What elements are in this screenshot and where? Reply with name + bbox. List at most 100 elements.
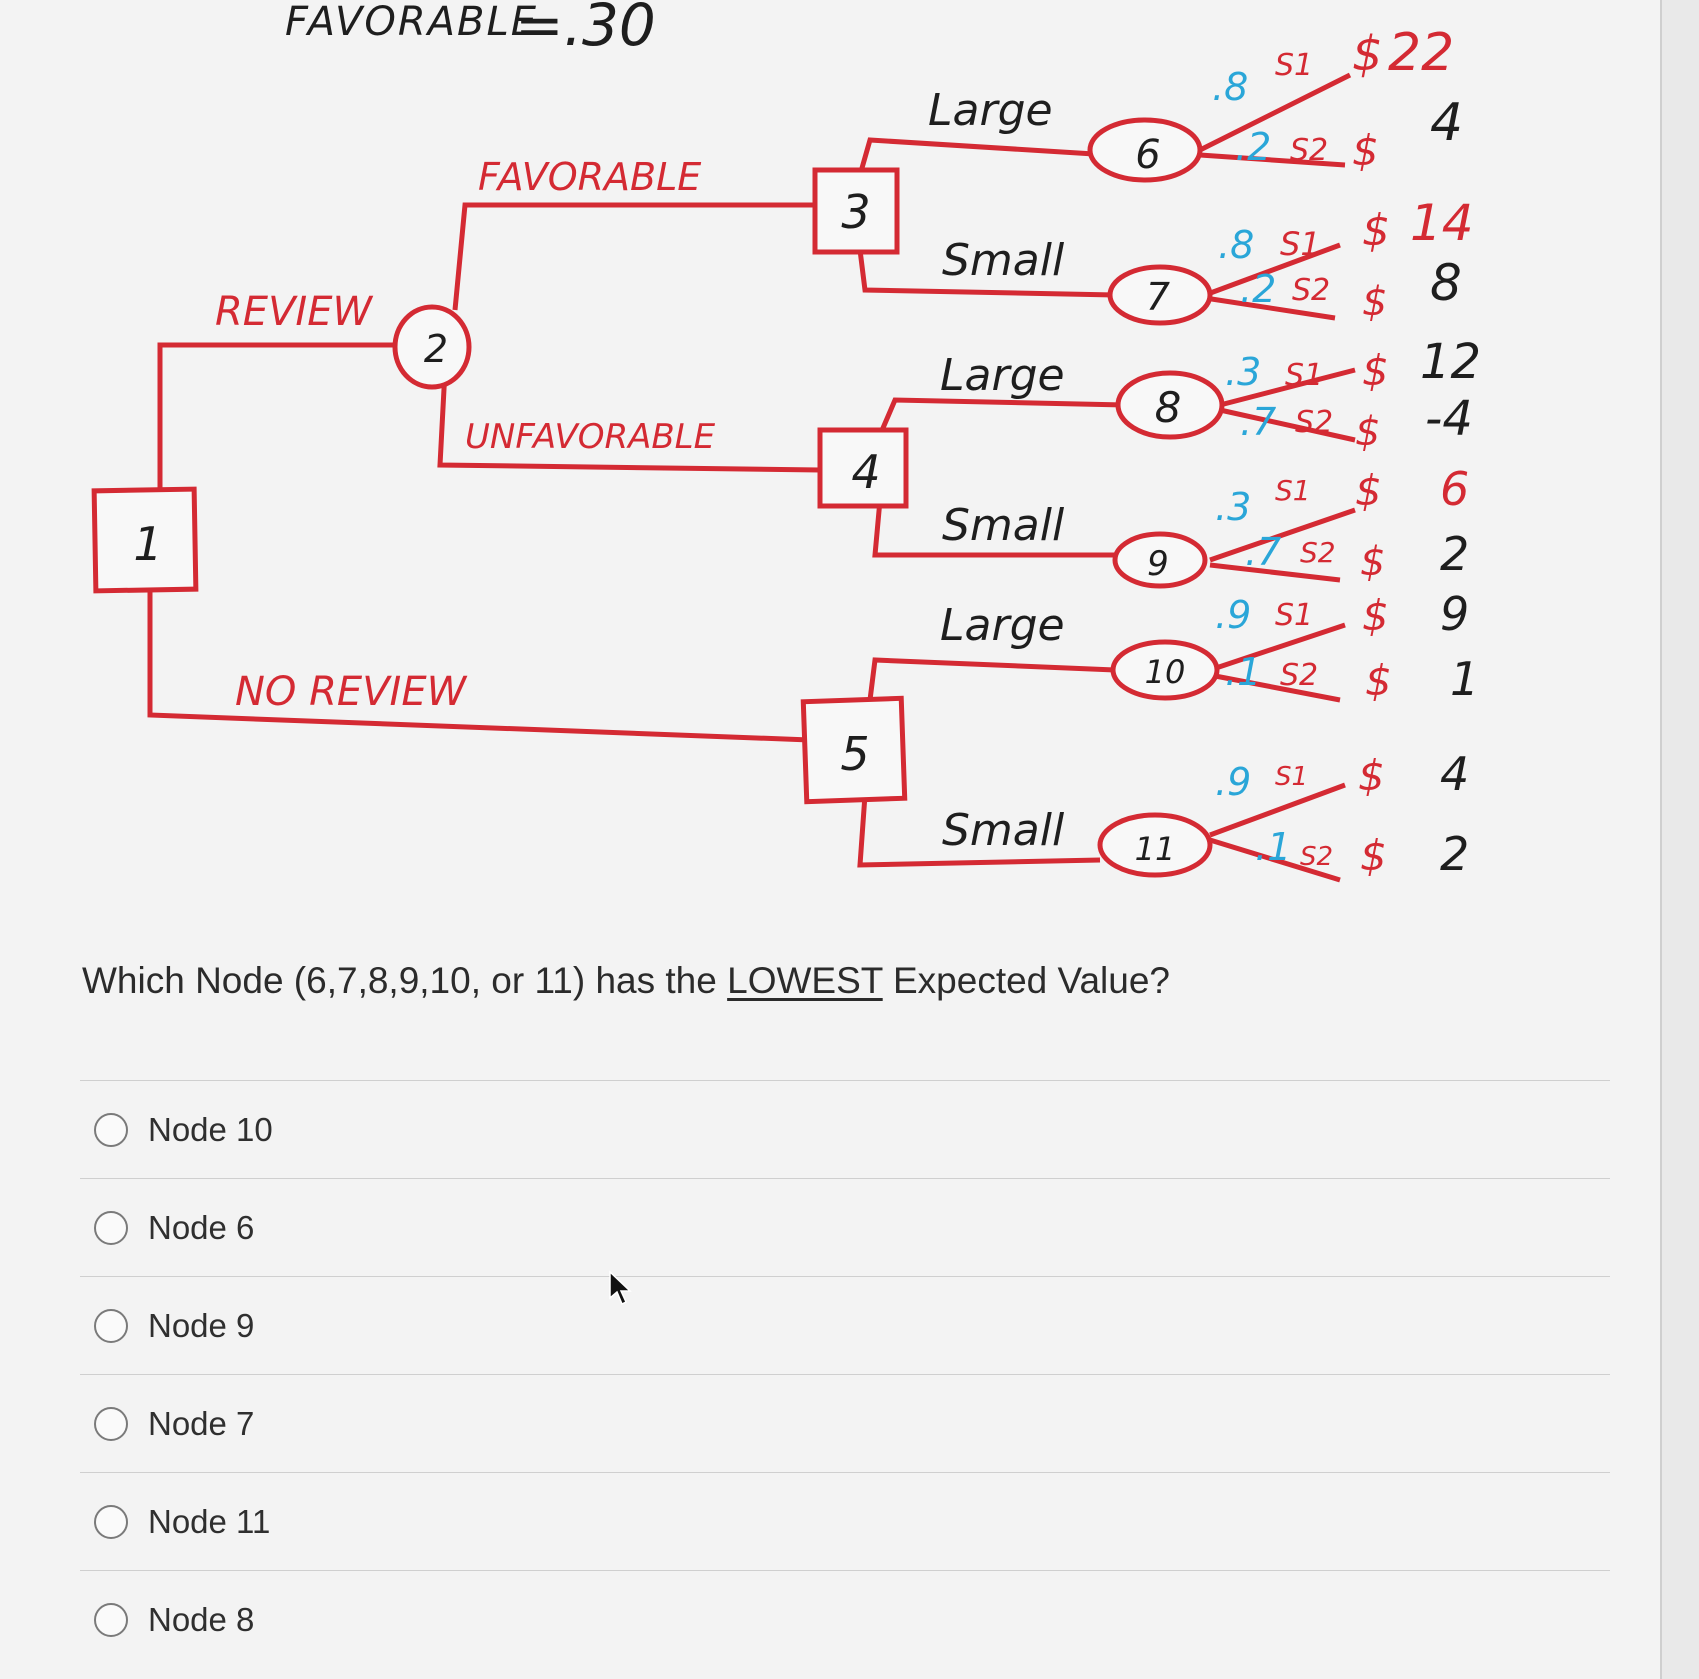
node-9-p1: .3 bbox=[1215, 485, 1251, 529]
question-emphasis: LOWEST bbox=[727, 960, 883, 1001]
node-11-s2: S2 bbox=[1300, 842, 1333, 872]
radio-button[interactable] bbox=[94, 1309, 128, 1343]
decision-node-5 bbox=[800, 695, 908, 805]
node-7-label: 7 bbox=[1146, 275, 1170, 319]
node-11-label: 11 bbox=[1135, 830, 1176, 868]
node-7-s2: S2 bbox=[1292, 273, 1330, 308]
node-2-label: 2 bbox=[424, 327, 448, 371]
node-10-p1: .9 bbox=[1215, 593, 1251, 637]
radio-button[interactable] bbox=[94, 1407, 128, 1441]
small-label-9: Small bbox=[942, 500, 1065, 551]
node-11-p1: .9 bbox=[1215, 760, 1251, 804]
chance-node-7 bbox=[1107, 264, 1213, 326]
unfavorable-label: UNFAVORABLE bbox=[465, 417, 716, 457]
radio-button[interactable] bbox=[94, 1113, 128, 1147]
mouse-cursor-icon bbox=[609, 1270, 632, 1306]
node-10-v2: 1 bbox=[1450, 652, 1479, 706]
node-5-label: 5 bbox=[840, 727, 869, 781]
node-6-p1: .8 bbox=[1212, 65, 1248, 109]
chance-node-6 bbox=[1087, 117, 1203, 183]
node-9-currency2: $ bbox=[1360, 539, 1385, 585]
node-7-p1: .8 bbox=[1218, 223, 1254, 267]
node-8-s2: S2 bbox=[1295, 405, 1333, 440]
node-10-s1: S1 bbox=[1275, 598, 1313, 633]
option-label[interactable]: Node 10 bbox=[148, 1111, 273, 1148]
node-8-s1: S1 bbox=[1285, 358, 1323, 393]
node-8-p2: .7 bbox=[1240, 400, 1276, 444]
question-prefix: Which Node (6,7,8,9,10, or 11) has the bbox=[82, 960, 728, 1001]
node-6-v1: 22 bbox=[1388, 23, 1454, 83]
node-8-v1: 12 bbox=[1420, 334, 1481, 390]
node-1-label: 1 bbox=[133, 517, 162, 571]
decision-tree-diagram: FAVORABLE =.30 bbox=[91, 0, 1481, 883]
chance-node-10 bbox=[1110, 639, 1220, 701]
node-6-label: 6 bbox=[1135, 132, 1160, 178]
node-6-s1: S1 bbox=[1275, 48, 1313, 83]
radio-button[interactable] bbox=[94, 1603, 128, 1637]
node-8-p1: .3 bbox=[1225, 350, 1261, 394]
node-9-s2: S2 bbox=[1300, 536, 1336, 569]
node-8-currency2: $ bbox=[1355, 409, 1380, 455]
favorable-label: FAVORABLE bbox=[478, 155, 701, 199]
node-7-s1: S1 bbox=[1280, 225, 1321, 263]
option-node-7[interactable]: Node 7 bbox=[80, 1374, 1610, 1473]
chance-node-2 bbox=[392, 304, 472, 390]
node-11-v2: 2 bbox=[1440, 827, 1469, 881]
radio-button[interactable] bbox=[94, 1211, 128, 1245]
node-4-label: 4 bbox=[851, 445, 880, 499]
question-suffix: Expected Value? bbox=[882, 960, 1170, 1001]
large-label-10: Large bbox=[940, 600, 1065, 651]
decision-node-1 bbox=[91, 486, 199, 594]
node-11-currency1: $ bbox=[1358, 751, 1385, 800]
node-7-v1: 14 bbox=[1410, 194, 1474, 252]
node-6-currency1: $ bbox=[1352, 26, 1383, 82]
chance-node-8 bbox=[1115, 370, 1225, 440]
option-node-11[interactable]: Node 11 bbox=[80, 1472, 1610, 1571]
node-9-v1: 6 bbox=[1440, 462, 1469, 516]
node-6-p2: .2 bbox=[1235, 125, 1271, 169]
option-node-6[interactable]: Node 6 bbox=[80, 1178, 1610, 1277]
node-11-v1: 4 bbox=[1440, 747, 1469, 801]
node-7-currency2: $ bbox=[1362, 279, 1387, 325]
node-8-currency1: $ bbox=[1362, 346, 1389, 395]
node-11-currency2: $ bbox=[1360, 831, 1387, 880]
radio-button[interactable] bbox=[94, 1505, 128, 1539]
chance-node-9 bbox=[1112, 531, 1208, 589]
node-9-p2: .7 bbox=[1245, 530, 1281, 574]
option-node-9[interactable]: Node 9 bbox=[80, 1276, 1610, 1375]
node-10-currency2: $ bbox=[1365, 656, 1392, 705]
node-10-s2: S2 bbox=[1280, 658, 1318, 693]
node-8-v2: -4 bbox=[1425, 391, 1473, 447]
option-label[interactable]: Node 8 bbox=[148, 1601, 255, 1638]
decision-node-3 bbox=[812, 167, 900, 255]
option-label[interactable]: Node 11 bbox=[148, 1503, 271, 1540]
node-8-label: 8 bbox=[1155, 383, 1182, 432]
small-label-11: Small bbox=[942, 805, 1065, 856]
option-node-8[interactable]: Node 8 bbox=[80, 1570, 1610, 1669]
outcome-labels: .8 S1 $ 22 .2 S2 $ 4 .8 S1 $ 14 .2 S2 $ … bbox=[1212, 23, 1481, 881]
node-10-currency1: $ bbox=[1362, 591, 1389, 640]
option-node-10[interactable]: Node 10 bbox=[80, 1080, 1610, 1179]
node-10-v1: 9 bbox=[1440, 587, 1469, 641]
node-9-label: 9 bbox=[1147, 544, 1169, 584]
node-9-currency1: $ bbox=[1355, 466, 1382, 515]
node-7-currency1: $ bbox=[1362, 205, 1390, 256]
large-label-8: Large bbox=[940, 350, 1065, 401]
prior-value: =.30 bbox=[515, 0, 656, 59]
node-10-label: 10 bbox=[1145, 653, 1186, 691]
node-10-p2: .1 bbox=[1225, 650, 1261, 694]
node-6-currency2: $ bbox=[1352, 126, 1379, 175]
no-review-label: NO REVIEW bbox=[235, 669, 468, 715]
chance-node-11 bbox=[1097, 812, 1213, 878]
node-9-v2: 2 bbox=[1440, 527, 1469, 581]
decision-node-4 bbox=[817, 427, 909, 509]
review-label: REVIEW bbox=[215, 289, 374, 335]
node-11-s1: S1 bbox=[1275, 762, 1308, 792]
option-label[interactable]: Node 7 bbox=[148, 1405, 255, 1442]
large-label-6: Large bbox=[928, 85, 1053, 136]
small-label-7: Small bbox=[942, 235, 1065, 286]
quiz-screen: FAVORABLE =.30 bbox=[80, 0, 1662, 1679]
option-label[interactable]: Node 6 bbox=[148, 1209, 255, 1246]
node-9-s1: S1 bbox=[1275, 474, 1311, 507]
option-label[interactable]: Node 9 bbox=[148, 1307, 255, 1344]
